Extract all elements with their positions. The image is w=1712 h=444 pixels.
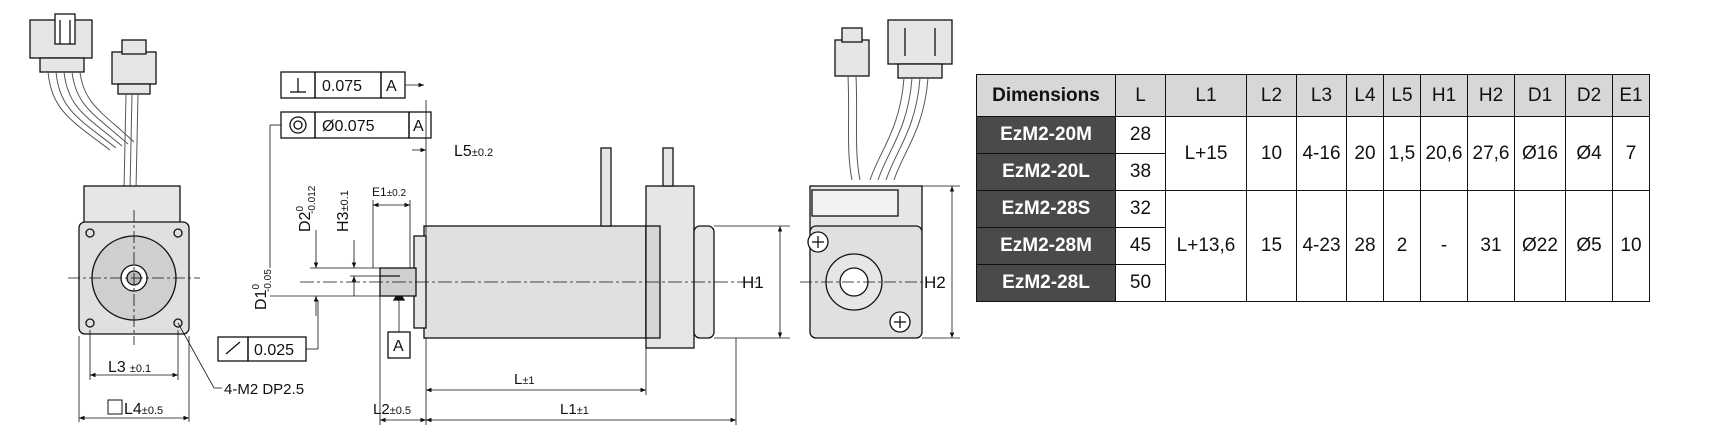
model-cell: EzM2-20M (976, 116, 1116, 154)
connector-back-left (834, 27, 870, 77)
table-row: EzM2-28M 45 (976, 227, 1650, 265)
h1-cell: 20,6 (1420, 116, 1468, 191)
model-cell: EzM2-28M (976, 227, 1116, 265)
conc-datum: A (413, 118, 424, 135)
runout-tol: 0.025 (254, 342, 294, 359)
screw-label: 4-M2 DP2.5 (224, 381, 304, 398)
l-cell: 50 (1115, 264, 1166, 302)
l1-cell: L+13,6 (1165, 190, 1247, 302)
concentricity-frame (269, 111, 432, 268)
header-l1: L1 (1165, 74, 1247, 117)
header-e1: E1 (1612, 74, 1650, 117)
model-cell: EzM2-20L (976, 153, 1116, 191)
table-row: EzM2-28L 50 (976, 264, 1650, 302)
h3-label: H3±0.1 (335, 190, 352, 232)
table-header-row: Dimensions L L1 L2 L3 L4 L5 H1 H2 D1 D2 … (976, 74, 1650, 117)
l-label: L±1 (514, 371, 535, 388)
header-d1: D1 (1514, 74, 1566, 117)
l3-cell: 4-16 (1296, 116, 1347, 191)
h1-cell: - (1420, 190, 1468, 302)
l1-label: L1±1 (560, 401, 589, 418)
h2-cell: 31 (1467, 190, 1515, 302)
table-row: EzM2-20M 28 L+15 10 4-16 20 1,5 20,6 27,… (976, 116, 1650, 191)
l-cell: 45 (1115, 227, 1166, 265)
l4-cell: 20 (1346, 116, 1384, 191)
l3-label: L3±0.1 (108, 359, 151, 376)
l2-cell: 15 (1246, 190, 1297, 302)
l2-cell: 10 (1246, 116, 1297, 191)
model-cell: EzM2-28S (976, 190, 1116, 228)
e1-cell: 10 (1612, 190, 1650, 302)
l-cell: 38 (1115, 153, 1166, 191)
d2-label: D20-0.012 (295, 185, 318, 232)
d1-cell: Ø16 (1514, 116, 1566, 191)
runout-frame (217, 300, 319, 362)
back-cables (847, 75, 929, 181)
conc-tol: Ø0.075 (322, 118, 375, 135)
header-l4: L4 (1346, 74, 1384, 117)
h1-label: H1 (742, 273, 764, 292)
l5-cell: 1,5 (1383, 116, 1421, 191)
cable-bundle (47, 71, 139, 191)
datum-a: A (393, 338, 404, 355)
table-row: EzM2-20L 38 (976, 153, 1650, 191)
d1-cell: Ø22 (1514, 190, 1566, 302)
header-h2: H2 (1467, 74, 1515, 117)
perpendicularity-frame (280, 71, 424, 99)
l2-label: L2±0.5 (373, 401, 411, 418)
header-l2: L2 (1246, 74, 1297, 117)
front-view (29, 13, 222, 422)
d2-cell: Ø4 (1565, 116, 1613, 191)
header-dimensions: Dimensions (976, 74, 1116, 117)
dimensions-table: Dimensions L L1 L2 L3 L4 L5 H1 H2 D1 D2 … (976, 74, 1650, 302)
h2-label: H2 (924, 273, 946, 292)
model-cell: EzM2-28L (976, 264, 1116, 302)
header-h1: H1 (1420, 74, 1468, 117)
e1-cell: 7 (1612, 116, 1650, 191)
back-view (800, 19, 960, 339)
l5-label: L5±0.2 (454, 143, 493, 160)
header-l3: L3 (1296, 74, 1347, 117)
perp-tol: 0.075 (322, 78, 362, 95)
l4-cell: 28 (1346, 190, 1384, 302)
l-cell: 28 (1115, 116, 1166, 154)
h2-cell: 27,6 (1467, 116, 1515, 191)
table-row: EzM2-28S 32 L+13,6 15 4-23 28 2 - 31 Ø22… (976, 190, 1650, 302)
d2-cell: Ø5 (1565, 190, 1613, 302)
l5-cell: 2 (1383, 190, 1421, 302)
e1-label: E1±0.2 (372, 185, 407, 199)
d1-label: D10-0.05 (251, 269, 274, 310)
technical-drawing: L3±0.1 L4±0.5 4-M2 DP2.5 (29, 13, 960, 425)
perp-datum: A (386, 78, 397, 95)
l3-cell: 4-23 (1296, 190, 1347, 302)
header-l: L (1115, 74, 1166, 117)
l4-label: L4±0.5 (124, 401, 163, 418)
header-d2: D2 (1565, 74, 1613, 117)
l1-cell: L+15 (1165, 116, 1247, 191)
connector-back-right (887, 19, 953, 79)
header-l5: L5 (1383, 74, 1421, 117)
side-view (217, 71, 790, 425)
connector-left (29, 13, 93, 73)
connector-right (111, 39, 157, 95)
l-cell: 32 (1115, 190, 1166, 228)
